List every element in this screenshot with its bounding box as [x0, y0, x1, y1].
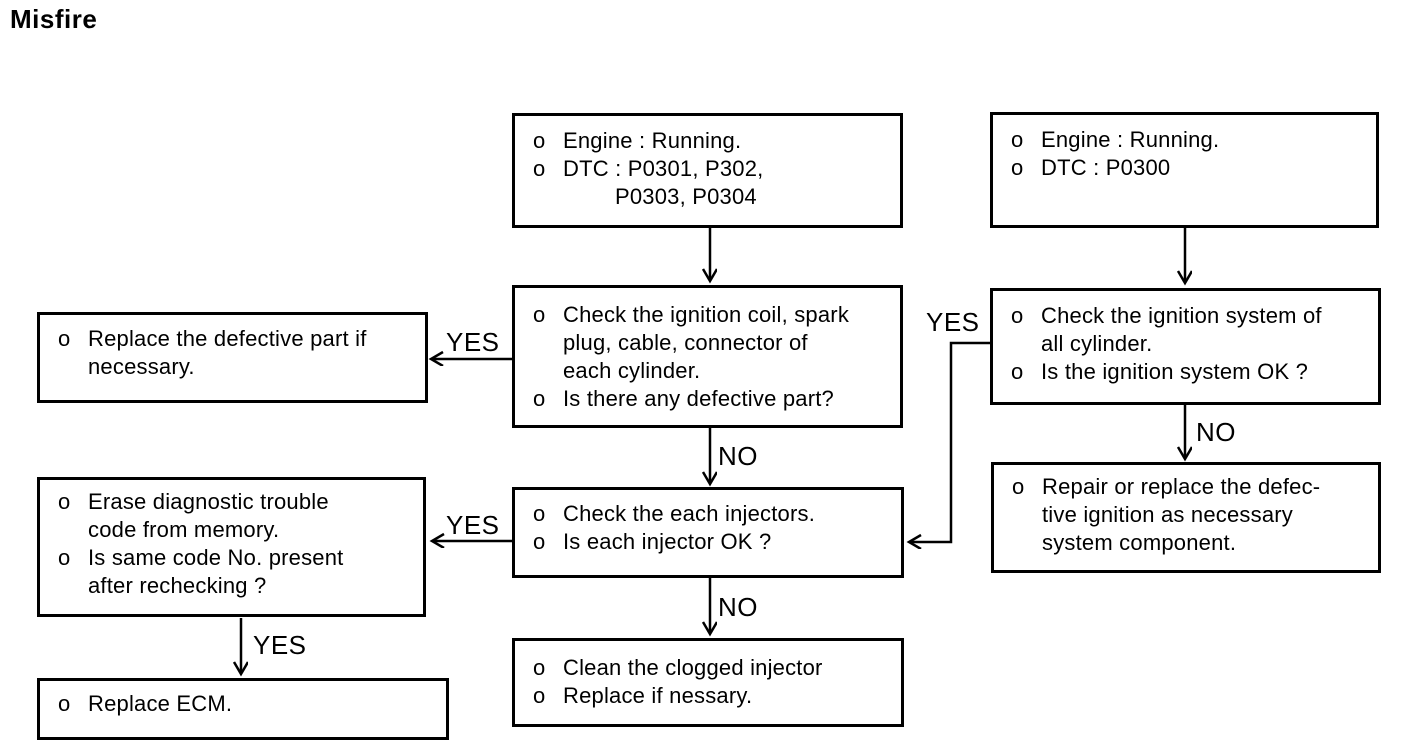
box-erase-dtc-memory: o Erase diagnostic trouble code from mem…	[37, 477, 426, 617]
list-item: o Replace ECM.	[58, 690, 438, 718]
list-item: o Repair or replace the defec- tive igni…	[1012, 473, 1370, 557]
item-text: Is the ignition system OK ?	[1041, 359, 1309, 384]
box-clean-injector: o Clean the clogged injector o Replace i…	[512, 638, 904, 727]
bullet: o	[58, 326, 71, 351]
bullet: o	[533, 683, 546, 708]
page-title: Misfire	[10, 4, 98, 34]
list-item: o Is same code No. present after recheck…	[58, 544, 415, 600]
branch-label-yes-injectors: YES	[446, 510, 500, 540]
list-item-continuation: P0303, P0304	[615, 183, 892, 211]
item-text: Repair or replace the defec- tive igniti…	[1042, 474, 1321, 555]
branch-label-yes-parts: YES	[446, 327, 500, 357]
box-check-ignition-parts: o Check the ignition coil, spark plug, c…	[512, 285, 903, 428]
list-item: o Is each injector OK ?	[533, 528, 893, 556]
branch-label-no-system: NO	[1196, 417, 1236, 447]
list-item: o Engine : Running.	[1011, 126, 1368, 154]
branch-label-yes-recheck: YES	[253, 630, 307, 660]
bullet: o	[58, 691, 71, 716]
bullet: o	[1011, 359, 1024, 384]
item-text: Engine : Running.	[1041, 127, 1220, 152]
list-item: o Engine : Running.	[533, 127, 892, 155]
branch-label-yes-system: YES	[926, 307, 980, 337]
item-text: Is each injector OK ?	[563, 529, 772, 554]
list-item: o Check the ignition system of all cylin…	[1011, 302, 1370, 358]
box-replace-ecm: o Replace ECM.	[37, 678, 449, 740]
item-text: Is same code No. present after recheckin…	[88, 545, 344, 598]
bullet: o	[533, 156, 546, 181]
item-text: Check the each injectors.	[563, 501, 816, 526]
bullet: o	[533, 529, 546, 554]
item-text: Clean the clogged injector	[563, 655, 823, 680]
bullet: o	[1011, 303, 1024, 328]
box-replace-defective-part: o Replace the defective part if necessar…	[37, 312, 428, 403]
bullet: o	[533, 501, 546, 526]
bullet: o	[1011, 127, 1024, 152]
connector-system-yes-to-injectors	[909, 341, 990, 542]
list-item: o DTC : P0301, P302,	[533, 155, 892, 183]
box-check-injectors: o Check the each injectors. o Is each in…	[512, 487, 904, 578]
list-item: o Check the each injectors.	[533, 500, 893, 528]
bullet: o	[58, 489, 71, 514]
bullet: o	[533, 302, 546, 327]
item-text: Check the ignition system of all cylinde…	[1041, 303, 1322, 356]
item-text: Engine : Running.	[563, 128, 742, 153]
box-dtc-p0300: o Engine : Running. o DTC : P0300	[990, 112, 1379, 228]
list-item: o Is the ignition system OK ?	[1011, 358, 1370, 386]
box-dtc-p0301-p0304: o Engine : Running. o DTC : P0301, P302,…	[512, 113, 903, 228]
bullet: o	[533, 386, 546, 411]
bullet: o	[533, 655, 546, 680]
list-item: o Erase diagnostic trouble code from mem…	[58, 488, 415, 544]
list-item: o Replace if nessary.	[533, 682, 893, 710]
bullet: o	[533, 128, 546, 153]
item-text: Is there any defective part?	[563, 386, 834, 411]
item-text: DTC : P0301, P302,	[563, 156, 764, 181]
branch-label-no-parts: NO	[718, 441, 758, 471]
item-text: P0303, P0304	[615, 184, 757, 209]
item-text: Replace if nessary.	[563, 683, 753, 708]
box-check-ignition-system: o Check the ignition system of all cylin…	[990, 288, 1381, 405]
item-text: Check the ignition coil, spark plug, cab…	[563, 302, 850, 383]
item-text: DTC : P0300	[1041, 155, 1171, 180]
list-item: o DTC : P0300	[1011, 154, 1368, 182]
bullet: o	[58, 545, 71, 570]
item-text: Erase diagnostic trouble code from memor…	[88, 489, 329, 542]
bullet: o	[1011, 155, 1024, 180]
bullet: o	[1012, 474, 1025, 499]
list-item: o Replace the defective part if necessar…	[58, 325, 417, 381]
list-item: o Clean the clogged injector	[533, 654, 893, 682]
item-text: Replace the defective part if necessary.	[88, 326, 367, 379]
item-text: Replace ECM.	[88, 691, 233, 716]
list-item: o Is there any defective part?	[533, 385, 892, 413]
list-item: o Check the ignition coil, spark plug, c…	[533, 301, 892, 385]
box-repair-ignition-system: o Repair or replace the defec- tive igni…	[991, 462, 1381, 573]
branch-label-no-injectors: NO	[718, 592, 758, 622]
